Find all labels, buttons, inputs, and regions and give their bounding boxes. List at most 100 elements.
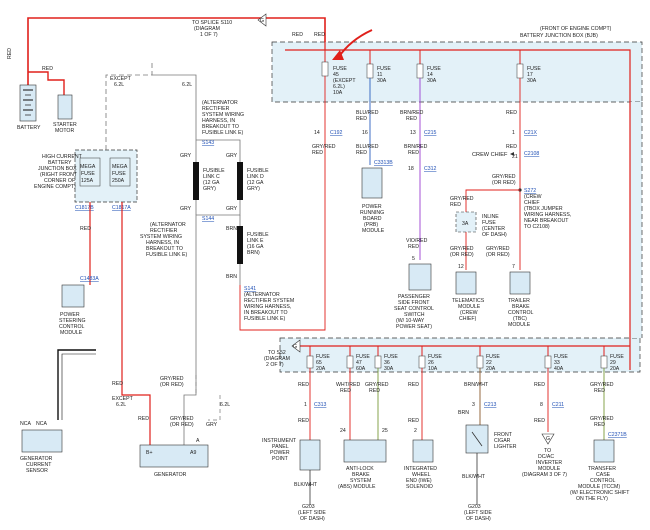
- conn-c192[interactable]: C192: [330, 130, 343, 136]
- svg-text:RED: RED: [292, 32, 303, 38]
- svg-text:24: 24: [340, 428, 346, 434]
- svg-text:FUSE: FUSE: [316, 354, 330, 360]
- svg-text:BRN): BRN): [247, 250, 260, 256]
- svg-text:GRY/RED: GRY/RED: [590, 382, 614, 388]
- svg-text:RED: RED: [506, 110, 517, 116]
- svg-text:5: 5: [412, 256, 415, 262]
- svg-text:POWER: POWER: [270, 450, 290, 456]
- svg-text:FUSIBLE LINK E): FUSIBLE LINK E): [244, 316, 285, 322]
- svg-text:LINK E: LINK E: [247, 238, 264, 244]
- svg-text:EXCEPT: EXCEPT: [112, 396, 134, 402]
- svg-text:RED: RED: [408, 150, 419, 156]
- conn-c21x[interactable]: C21X: [524, 130, 538, 136]
- svg-text:G203: G203: [302, 504, 315, 510]
- conn-c312[interactable]: C312: [424, 166, 437, 172]
- svg-text:OF DASH): OF DASH): [466, 516, 491, 522]
- fusible-link-c: [193, 162, 199, 200]
- svg-text:30A: 30A: [527, 78, 537, 84]
- svg-text:10A: 10A: [428, 366, 438, 372]
- conn-c3313b[interactable]: C3313B: [374, 160, 393, 166]
- generator-current-sensor: [21, 429, 63, 453]
- svg-text:CONTROL: CONTROL: [59, 324, 84, 330]
- conn-c1483a[interactable]: C1483A: [80, 276, 99, 282]
- svg-text:30A: 30A: [427, 78, 437, 84]
- svg-text:RED: RED: [356, 150, 367, 156]
- svg-text:(OR RED): (OR RED): [492, 180, 516, 186]
- seat-switch: [408, 263, 432, 291]
- svg-text:(LEFT SIDE: (LEFT SIDE: [298, 510, 326, 516]
- svg-text:60A: 60A: [356, 366, 366, 372]
- svg-text:RED: RED: [312, 150, 323, 156]
- battery-symbol: [19, 84, 37, 122]
- fuse36-branch: FUSE 36 30A GRY/RED RED 25: [365, 346, 398, 440]
- svg-text:(OR RED): (OR RED): [450, 252, 474, 258]
- splice-s143[interactable]: S143: [202, 140, 214, 146]
- svg-text:HARNESS, IN: HARNESS, IN: [202, 118, 235, 124]
- svg-text:(OR RED): (OR RED): [170, 422, 194, 428]
- svg-text:G: G: [260, 18, 264, 24]
- svg-text:FUSE: FUSE: [527, 66, 541, 72]
- svg-text:SYSTEM WIRING: SYSTEM WIRING: [202, 112, 244, 118]
- splice-s141[interactable]: S141: [244, 286, 256, 292]
- svg-text:FUSIBLE LINK E): FUSIBLE LINK E): [202, 130, 243, 136]
- svg-text:CHIEF): CHIEF): [459, 316, 477, 322]
- conn-c215[interactable]: C215: [424, 130, 437, 136]
- svg-text:MODULE (TCCM): MODULE (TCCM): [578, 484, 620, 490]
- svg-text:(W/ ELECTRONIC SHIFT: (W/ ELECTRONIC SHIFT: [570, 490, 630, 496]
- generator: [139, 444, 209, 468]
- svg-text:FUSIBLE LINK E): FUSIBLE LINK E): [146, 252, 187, 258]
- conn-c2371b[interactable]: C2371B: [608, 432, 627, 438]
- hcbjb-box: [74, 149, 138, 203]
- svg-text:MOTOR: MOTOR: [55, 128, 74, 134]
- svg-text:FRONT: FRONT: [494, 432, 513, 438]
- svg-text:(FRONT OF ENGINE COMPT): (FRONT OF ENGINE COMPT): [540, 26, 612, 32]
- svg-text:(W/ 10-WAY: (W/ 10-WAY: [396, 318, 425, 324]
- svg-text:(DIAGRAM: (DIAGRAM: [194, 26, 220, 32]
- svg-text:20A: 20A: [316, 366, 326, 372]
- svg-text:FUSE: FUSE: [112, 171, 126, 177]
- svg-text:(TBOX JUMPER: (TBOX JUMPER: [524, 206, 563, 212]
- telematics-module: [455, 271, 477, 295]
- svg-text:65: 65: [316, 360, 322, 366]
- splice-s272[interactable]: S272: [524, 188, 536, 194]
- svg-text:MODULE: MODULE: [538, 466, 561, 472]
- svg-text:BOARD: BOARD: [363, 216, 382, 222]
- fuse22-branch: FUSE 22 20A BRN/WHT 3 C213 BRN: [458, 346, 500, 425]
- svg-text:LINK C: LINK C: [203, 174, 220, 180]
- conn-c313[interactable]: C313: [314, 402, 327, 408]
- svg-text:(LEFT SIDE: (LEFT SIDE: [464, 510, 492, 516]
- svg-text:GRY/RED: GRY/RED: [450, 246, 474, 252]
- svg-text:GRY: GRY: [226, 153, 238, 159]
- svg-text:EXCEPT: EXCEPT: [110, 76, 132, 82]
- splice-s144[interactable]: S144: [202, 216, 214, 222]
- svg-text:MEGA: MEGA: [80, 164, 96, 170]
- conn-c211[interactable]: C211: [552, 402, 564, 408]
- svg-text:SENSOR: SENSOR: [26, 468, 48, 474]
- conn-c2108[interactable]: C2108: [524, 151, 539, 157]
- svg-text:18: 18: [408, 166, 414, 172]
- svg-text:RED: RED: [534, 382, 545, 388]
- svg-text:FUSIBLE: FUSIBLE: [247, 232, 269, 238]
- svg-text:GRY/RED: GRY/RED: [365, 382, 389, 388]
- svg-text:NCA: NCA: [20, 421, 31, 427]
- svg-text:14: 14: [314, 130, 320, 136]
- svg-text:A: A: [196, 438, 200, 444]
- svg-text:GRY/RED: GRY/RED: [170, 416, 194, 422]
- svg-text:TRANSFER: TRANSFER: [588, 466, 616, 472]
- svg-text:3A: 3A: [462, 221, 469, 227]
- svg-text:45: 45: [333, 72, 339, 78]
- svg-text:GRY): GRY): [203, 186, 216, 192]
- svg-text:LIGHTER: LIGHTER: [494, 444, 517, 450]
- svg-text:RED: RED: [594, 388, 605, 394]
- svg-text:(12 GA: (12 GA: [203, 180, 220, 186]
- svg-text:RED: RED: [369, 388, 380, 394]
- svg-text:16: 16: [362, 130, 368, 136]
- svg-text:1: 1: [304, 402, 307, 408]
- svg-text:SIDE FRONT: SIDE FRONT: [398, 300, 430, 306]
- conn-c213[interactable]: C213: [484, 402, 497, 408]
- conn-c1817b[interactable]: C1817B: [75, 205, 94, 211]
- svg-text:RED: RED: [356, 116, 367, 122]
- svg-text:IN BREAKOUT TO: IN BREAKOUT TO: [244, 310, 288, 316]
- svg-text:MODULE: MODULE: [458, 304, 481, 310]
- svg-text:RECTIFIER: RECTIFIER: [150, 228, 178, 234]
